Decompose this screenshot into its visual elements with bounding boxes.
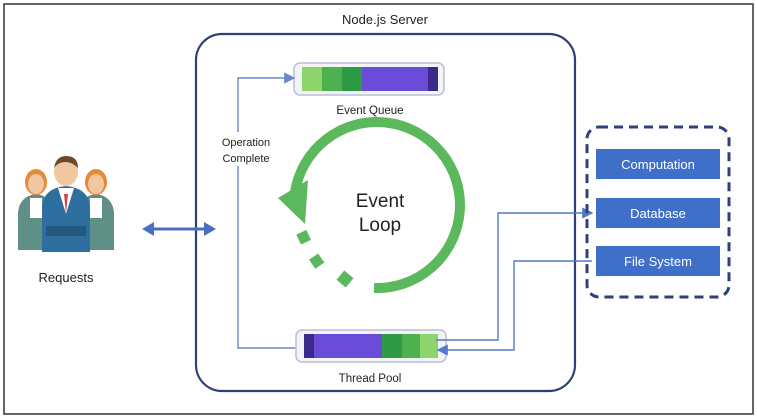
loop-dash: [309, 253, 325, 269]
operation-complete-line2: Complete: [222, 153, 269, 165]
pool-cell: [314, 334, 382, 358]
resource-computation: [596, 149, 720, 179]
pool-cell: [304, 334, 314, 358]
loop-dash: [296, 229, 311, 245]
file-system-connector: [436, 260, 592, 356]
resource-database: [596, 198, 720, 228]
loop-dash: [336, 270, 354, 288]
event-loop-label-line2: Loop: [359, 215, 401, 236]
event-loop-label-line1: Event: [356, 191, 405, 212]
requests-people-icon: [18, 156, 114, 252]
operation-complete-line1: Operation: [222, 137, 270, 149]
event-queue-bar: [293, 62, 445, 96]
resource-computation-label: Computation: [621, 157, 695, 172]
queue-cell: [322, 67, 342, 91]
thread-pool-bar: [295, 329, 447, 363]
queue-cell: [302, 67, 322, 91]
operation-complete-connector: [237, 72, 303, 349]
pool-cell: [402, 334, 420, 358]
queue-cell: [362, 67, 428, 91]
pool-cell: [382, 334, 402, 358]
resources-box: [585, 125, 731, 299]
requests-arrow: [142, 222, 216, 236]
database-connector: [436, 207, 594, 341]
resource-file-system: [596, 246, 720, 276]
resource-database-label: Database: [630, 206, 686, 221]
queue-cell: [428, 67, 438, 91]
pool-cell: [420, 334, 438, 358]
event-loop-arrowhead: [278, 180, 308, 224]
queue-cell: [342, 67, 362, 91]
event-loop-arrow: [278, 117, 465, 294]
outer-frame: [3, 3, 754, 415]
thread-pool-label: Thread Pool: [339, 373, 402, 385]
server-title: Node.js Server: [342, 12, 429, 27]
resource-file-system-label: File System: [624, 254, 692, 269]
event-queue-label: Event Queue: [336, 105, 403, 117]
requests-label: Requests: [39, 270, 94, 285]
operation-complete-bg: [205, 132, 285, 166]
